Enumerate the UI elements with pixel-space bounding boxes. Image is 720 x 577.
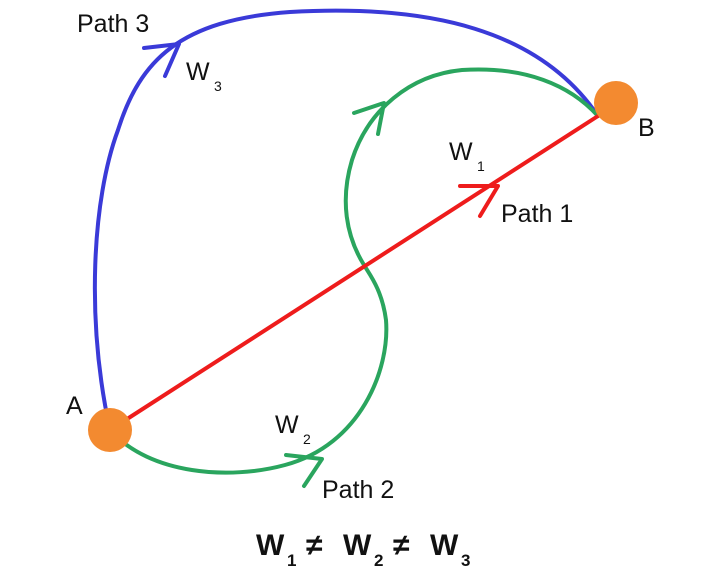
path-3-label: Path 3 [77,10,149,38]
work-label-2: W 2 [275,411,311,447]
eq-w2-symbol: W [343,529,372,562]
path-2-arrow-icon [284,453,324,488]
work-label-3: W 3 [186,58,222,94]
eq-neq-1: ≠ [306,529,323,562]
work-2-subscript: 2 [303,431,311,447]
path-1-label: Path 1 [501,200,573,228]
work-2-symbol: W [275,411,299,439]
work-3-symbol: W [186,58,210,86]
path-1-arrow-icon [458,184,500,218]
path-3-arrow-icon [142,42,181,78]
point-a-marker [88,408,132,452]
path-2-label: Path 2 [322,476,394,504]
work-1-subscript: 1 [477,158,485,174]
work-label-1: W 1 [449,138,485,174]
point-b-marker [594,81,638,125]
eq-w1-symbol: W [256,529,285,562]
point-a-label: A [66,392,83,420]
work-1-symbol: W [449,138,473,166]
path-2-upper-arrow-icon [352,101,386,136]
eq-w3-subscript: 3 [461,551,470,570]
point-b-label: B [638,114,655,142]
eq-w2-subscript: 2 [374,551,383,570]
path-1-line [108,114,600,432]
work-3-subscript: 3 [214,78,222,94]
eq-neq-2: ≠ [393,529,410,562]
inequality-equation: W 1 ≠ W 2 ≠ W 3 [256,529,470,570]
eq-w1-subscript: 1 [287,551,296,570]
eq-w3-symbol: W [430,529,459,562]
